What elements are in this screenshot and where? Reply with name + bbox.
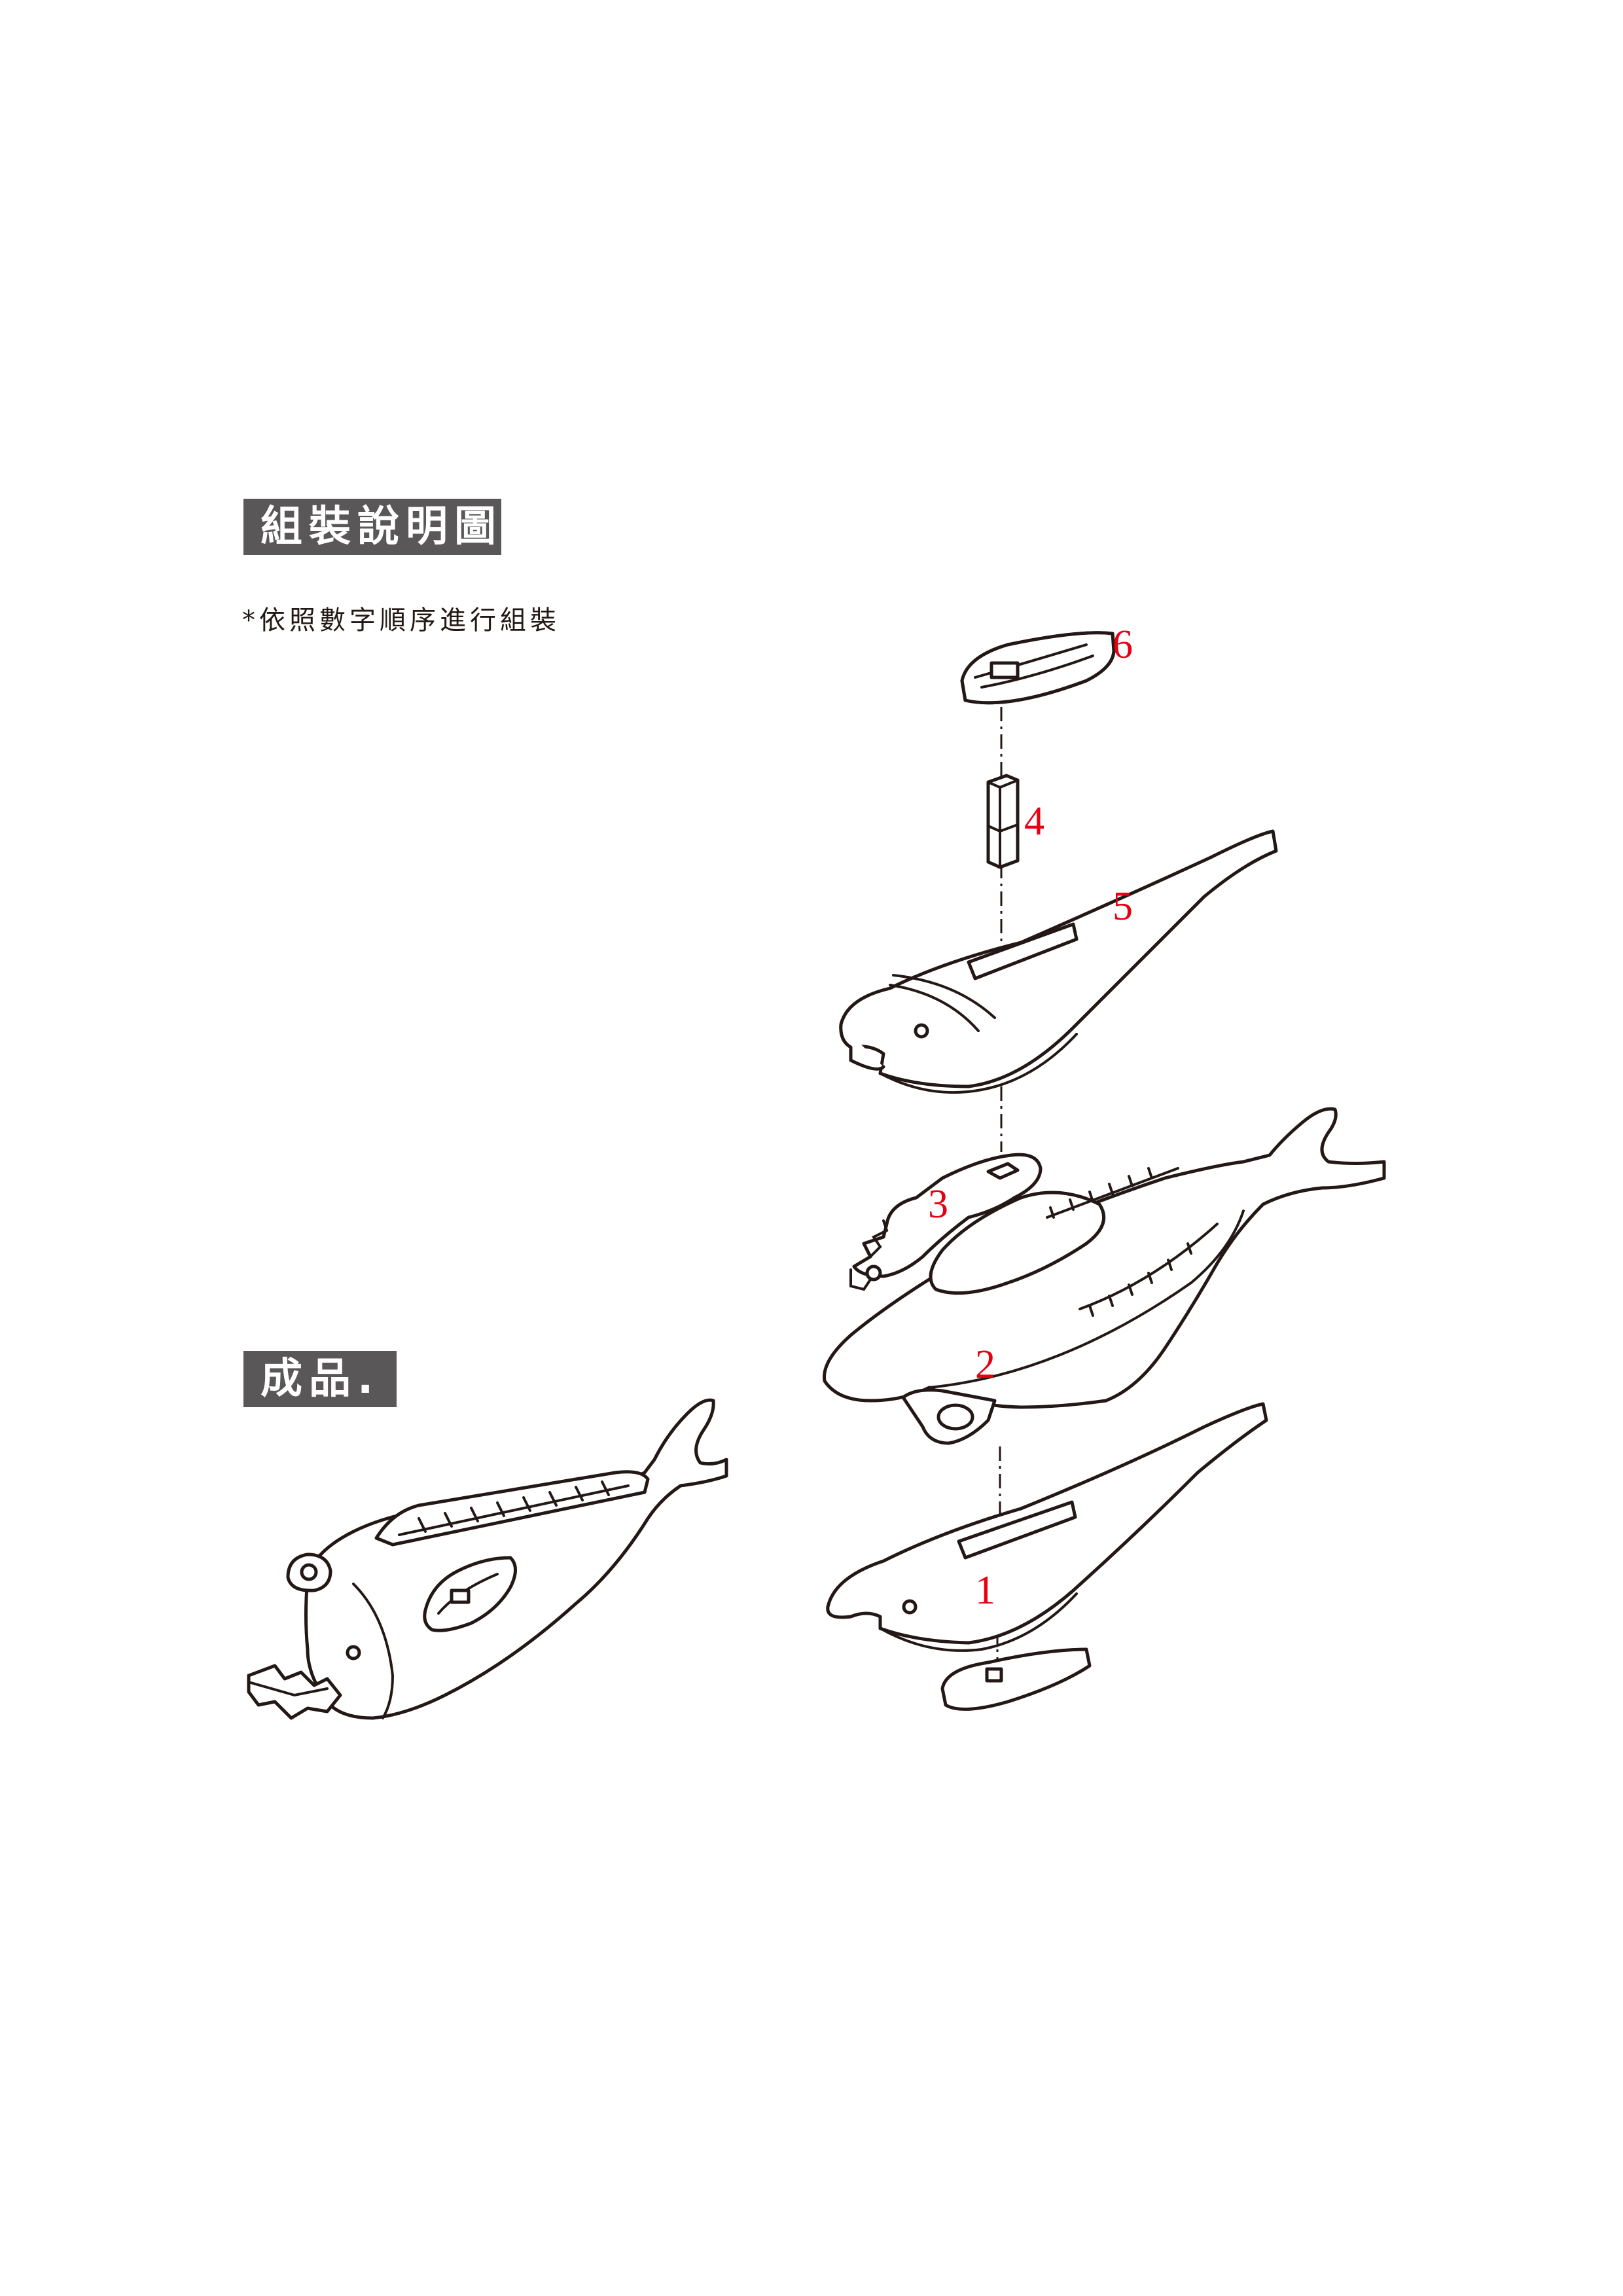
part-number-1: 1 — [975, 1568, 995, 1613]
part-number-3: 3 — [928, 1182, 948, 1227]
part-numbers: 6 4 5 3 2 1 — [928, 622, 1133, 1613]
bottom-cap — [940, 1647, 1092, 1711]
part-number-2: 2 — [975, 1342, 995, 1387]
finished-product-label: 成品. — [243, 1351, 397, 1407]
part-5-top-body — [839, 829, 1278, 1094]
part-4-connector — [986, 774, 1020, 869]
finished-serrated-edge — [418, 1480, 610, 1533]
part-number-4: 4 — [1024, 799, 1044, 844]
part-number-5: 5 — [1113, 884, 1133, 929]
part-number-6: 6 — [1113, 622, 1133, 667]
assembly-instruction: *依照數字順序進行組裝 — [242, 605, 560, 636]
part-6-top-cap — [960, 631, 1116, 705]
finished-product-fish — [247, 1398, 728, 1720]
serrated-edge — [1049, 1167, 1192, 1317]
part-3-jaw-piece — [849, 1153, 1043, 1291]
part-2-middle-frame — [823, 1107, 1386, 1445]
page-title: 組裝說明圖 — [243, 499, 501, 555]
part-1-bottom-body — [826, 1402, 1268, 1652]
